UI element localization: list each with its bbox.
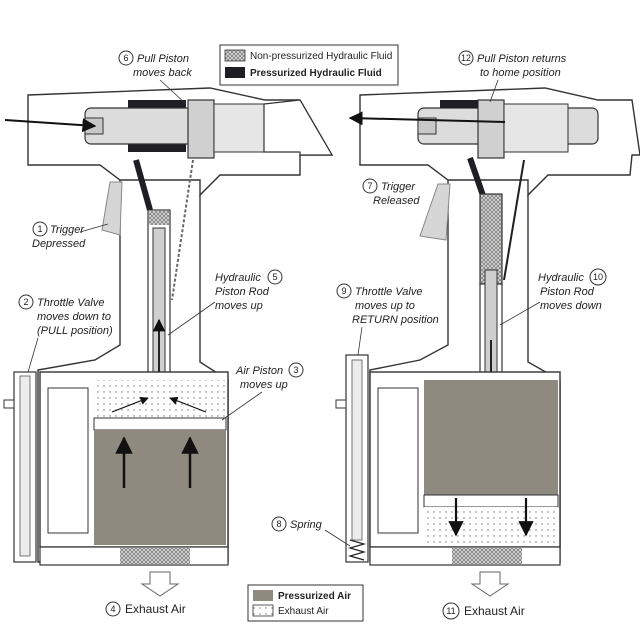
callout-10-number: 10 <box>593 272 603 282</box>
legend-swatch-exhaust-air <box>252 604 274 617</box>
callout-3-line1: Air Piston <box>235 365 283 377</box>
callout-7-number: 7 <box>367 181 372 191</box>
callout-5-line3: moves up <box>215 300 263 312</box>
callout-8-text: Spring <box>290 519 323 531</box>
callout-4-number: 4 <box>110 604 115 614</box>
callout-12-number: 12 <box>461 53 471 63</box>
callout-9: 9 Throttle Valve moves up to RETURN posi… <box>336 283 439 356</box>
left-tool <box>3 87 334 597</box>
callout-9-line3: RETURN position <box>352 314 439 326</box>
callout-2-number: 2 <box>23 297 28 307</box>
legend-exhaust-air-label: Exhaust Air <box>278 606 329 617</box>
callout-3: Air Piston 3 moves up <box>221 362 304 421</box>
callout-7-line1: Trigger <box>381 181 416 193</box>
callout-10-line2: Piston Rod <box>540 286 595 298</box>
callout-12: 12 Pull Piston returns to home position <box>458 50 567 103</box>
callout-5-line1: Hydraulic <box>215 272 261 284</box>
callout-10: Hydraulic 10 Piston Rod moves down <box>499 268 607 326</box>
callout-7-line2: Released <box>373 195 420 207</box>
callout-2: 2 Throttle Valve moves down to (PULL pos… <box>18 294 113 373</box>
callout-6-line2: moves back <box>133 67 192 79</box>
callout-6: 6 Pull Piston moves back <box>118 50 192 105</box>
callout-3-number: 3 <box>293 365 298 375</box>
callout-1-number: 1 <box>37 224 42 234</box>
callout-12-line1: Pull Piston returns <box>477 53 567 65</box>
callout-10-line3: moves down <box>540 300 602 312</box>
callout-4-text: Exhaust Air <box>125 602 186 616</box>
callout-8-number: 8 <box>276 519 281 529</box>
callout-1: 1 Trigger Depressed <box>32 221 109 250</box>
callout-9-line2: moves up to <box>355 300 415 312</box>
right-tool <box>335 87 640 597</box>
callout-2-line2: moves down to <box>37 311 111 323</box>
callout-9-number: 9 <box>341 286 346 296</box>
legend-swatch-nonpressurized <box>224 49 246 62</box>
callout-4: 4 Exhaust Air <box>105 601 186 617</box>
callout-11-number: 11 <box>446 606 455 616</box>
callout-11: 11 Exhaust Air <box>442 602 525 620</box>
callout-11-text: Exhaust Air <box>464 604 525 618</box>
legend-pressurized-label: Pressurized Hydraulic Fluid <box>250 68 382 79</box>
callout-8: 8 Spring <box>271 516 351 547</box>
callout-5-number: 5 <box>272 272 277 282</box>
legend-swatch-pressurized-air <box>253 590 273 601</box>
callout-6-number: 6 <box>123 53 128 63</box>
callout-10-line1: Hydraulic <box>538 272 584 284</box>
legend-air: Pressurized Air Exhaust Air <box>247 584 364 622</box>
callout-2-line3: (PULL position) <box>37 325 113 337</box>
callout-1-line2: Depressed <box>32 238 86 250</box>
legend-nonpressurized-label: Non-pressurized Hydraulic Fluid <box>250 51 392 62</box>
callout-9-line1: Throttle Valve <box>355 286 422 298</box>
legend-pressurized-air-label: Pressurized Air <box>278 591 351 602</box>
legend-hydraulic: Non-pressurized Hydraulic Fluid Pressuri… <box>219 44 399 86</box>
callout-5: Hydraulic 5 Piston Rod moves up <box>167 269 283 336</box>
callout-3-line2: moves up <box>240 379 288 391</box>
legend-swatch-pressurized <box>225 67 245 78</box>
callout-12-line2: to home position <box>480 67 561 79</box>
callout-6-line1: Pull Piston <box>137 53 189 65</box>
callout-1-line1: Trigger <box>50 224 85 236</box>
callout-5-line2: Piston Rod <box>215 286 270 298</box>
callout-2-line1: Throttle Valve <box>37 297 104 309</box>
callout-7: 7 Trigger Released <box>362 178 420 207</box>
